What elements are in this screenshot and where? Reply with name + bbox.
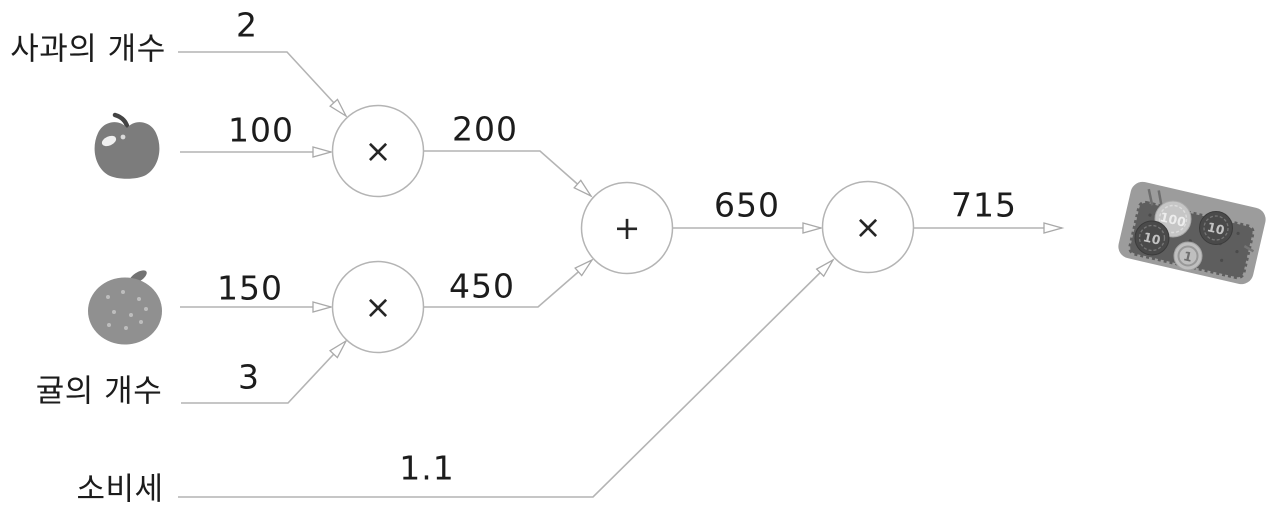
tray-shine-mark [1147,188,1154,206]
apple-count-value: 2 [236,5,258,45]
diagram-edges [178,51,1065,498]
subtotal-value: 650 [714,185,780,225]
tangerine-icon [88,270,162,345]
node-multiply-apple [331,104,425,198]
node-multiply-tangerine [331,260,425,354]
tangerine-price-value: 150 [217,268,283,308]
apple-icon [94,112,160,179]
tray-shine-mark [1243,245,1255,253]
multiply-operator: × [854,208,882,246]
multiply-operator: × [364,132,392,170]
tangerine-count-label: 귤의 개수 [35,373,163,410]
coin-10-label: 10 [1206,219,1227,238]
coin-1-label: 1 [1182,248,1194,265]
edge-tangerine-total [423,258,594,308]
tray-shine-mark [1157,190,1163,206]
money-tray-icon: 100 10 10 1 [1118,181,1266,285]
coin-10-left: 10 [1134,220,1170,256]
tangerine-total-value: 450 [449,266,515,306]
total-value: 715 [951,185,1017,225]
coin-10-right: 10 [1199,211,1233,245]
edge-apple-total [423,150,593,198]
consumption-tax-label: 소비세 [76,471,164,508]
coin-1: 1 [1173,241,1203,271]
tax-rate-value: 1.1 [399,448,455,488]
apple-total-value: 200 [452,109,518,149]
multiply-operator: × [364,288,392,326]
apple-price-value: 100 [228,110,294,150]
tangerine-dots [106,290,148,330]
node-multiply-tax [821,180,915,274]
apple-count-label: 사과의 개수 [10,31,166,68]
edge-tax-rate [178,258,835,498]
node-add [580,181,674,275]
diagram-nodes [331,104,915,354]
tangerine-count-value: 3 [238,357,260,397]
add-operator: + [613,209,641,247]
edge-apple-count [178,51,348,118]
coin-10-label: 10 [1142,229,1163,248]
coin-100-label: 100 [1158,209,1187,230]
edge-tangerine-count [181,339,348,404]
